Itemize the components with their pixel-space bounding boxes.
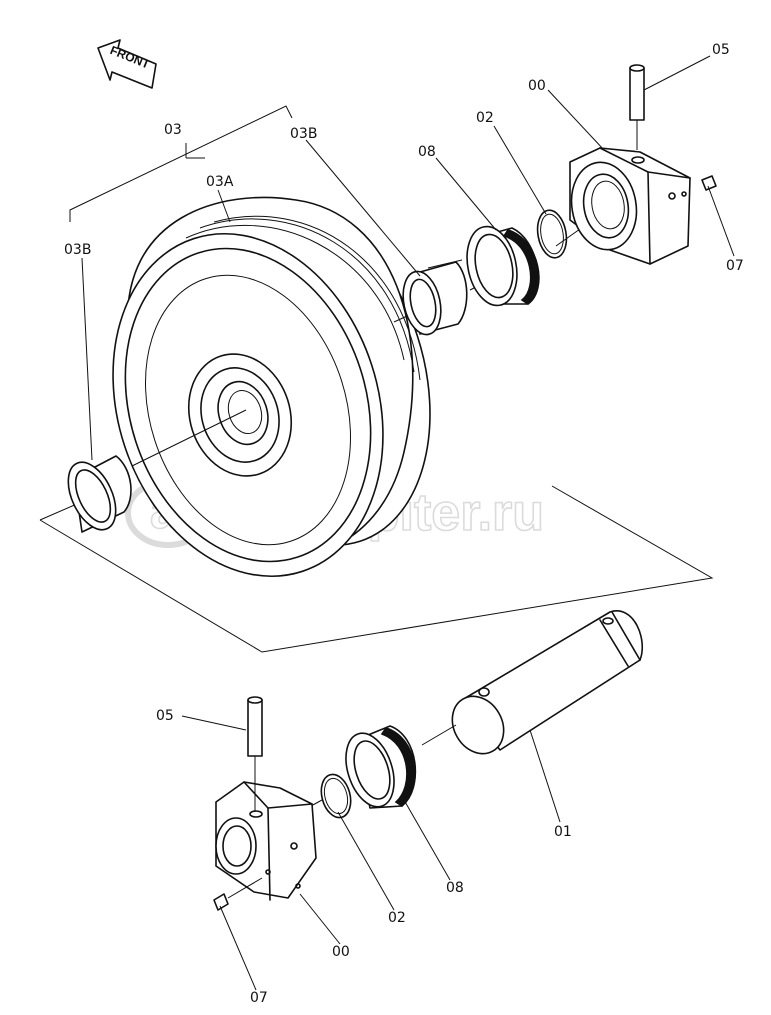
floating-seal-upper (466, 225, 540, 307)
front-label: FRONT (108, 43, 152, 72)
o-ring-lower (320, 773, 352, 819)
label-lower-bracket: 00 (332, 944, 350, 960)
centerline-wheel (131, 409, 247, 467)
label-bushing-03b-right: 03B (290, 126, 317, 142)
label-upper-o-ring: 02 (476, 110, 494, 126)
pin-lower (247, 696, 263, 812)
centerline-shaft (421, 724, 457, 746)
screw-upper (701, 175, 717, 191)
bushing-right (402, 259, 468, 336)
callout-labels: 05 00 02 08 07 03 03A 03B 03B 05 00 02 0… (64, 42, 744, 1006)
bracket-upper (569, 147, 691, 265)
pin-upper (629, 64, 645, 150)
label-upper-seal: 08 (418, 144, 436, 160)
idler-wheel (112, 196, 431, 578)
leader-lines (81, 55, 735, 991)
label-lower-screw: 07 (250, 990, 268, 1006)
label-lower-seal: 08 (446, 880, 464, 896)
label-upper-pin: 05 (712, 42, 730, 58)
front-arrow-icon: FRONT (97, 39, 157, 89)
label-lower-o-ring: 02 (388, 910, 406, 926)
group-03-bracket (69, 105, 293, 222)
label-bushing-03b-left: 03B (64, 242, 91, 258)
o-ring-upper (536, 209, 568, 259)
shaft (451, 610, 644, 755)
screw-lower (213, 877, 263, 911)
label-upper-bracket: 00 (528, 78, 546, 94)
label-lower-pin: 05 (156, 708, 174, 724)
label-assembly-03: 03 (164, 122, 182, 138)
floating-seal-lower (345, 725, 417, 809)
label-shaft: 01 (554, 824, 572, 840)
label-wheel-03a: 03A (206, 174, 234, 190)
label-upper-screw: 07 (726, 258, 744, 274)
bracket-lower (215, 781, 317, 901)
bushing-left (67, 455, 132, 533)
